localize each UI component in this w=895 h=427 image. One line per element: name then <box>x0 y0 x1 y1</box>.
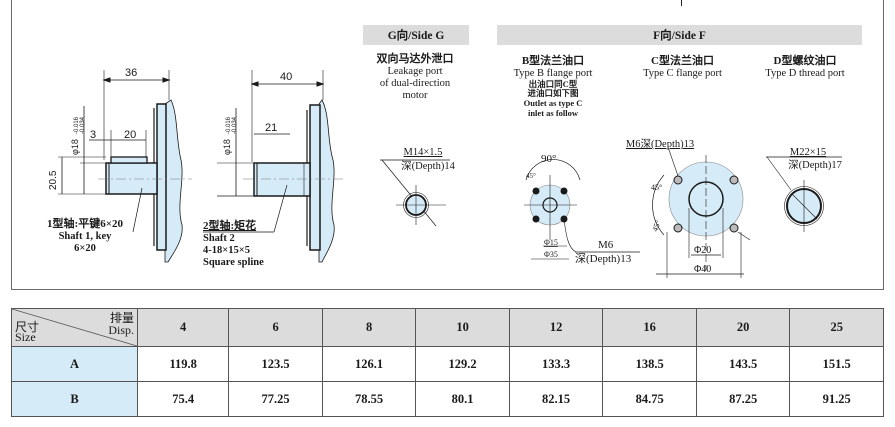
tick-mark <box>681 0 682 6</box>
shaft2-spline-length-dim: 21 <box>265 122 277 134</box>
table-cell: 129.2 <box>415 346 510 382</box>
type-b-dim-inner: Φ15 <box>544 238 558 247</box>
shaft2-label-en: Shaft 2 <box>203 232 235 244</box>
shaft2-diameter-dim: φ18 <box>222 139 232 155</box>
table-cell: 78.55 <box>321 381 417 417</box>
table-cell: 126.1 <box>321 346 417 382</box>
shaft-drawings: 36 3 20 40 21 20.5 φ18 -0.016 -0.034 φ18… <box>48 67 345 263</box>
type-d-depth: 深(Depth)17 <box>788 160 842 171</box>
column-header: 12 <box>508 308 604 347</box>
size-label-cn: 尺寸 <box>15 320 40 334</box>
shaft1-diameter-dim: φ18 <box>70 139 80 155</box>
table-cell: 138.5 <box>602 346 697 382</box>
table-cell: 151.5 <box>789 346 884 382</box>
shaft1-height-dim: 20.5 <box>48 170 59 190</box>
shaft1-tol-lower: -0.034 <box>80 116 86 134</box>
type-b-title-cn: B型法兰油口 <box>521 55 585 67</box>
drawing-frame <box>11 0 884 290</box>
shaft1-key-offset-dim: 3 <box>90 129 96 141</box>
type-b-angle-small: 45° <box>526 172 536 180</box>
type-b-dim-outer: Φ35 <box>544 250 558 259</box>
type-c-thread-depth: M6深(Depth)13 <box>625 139 695 150</box>
column-header: 8 <box>321 308 417 347</box>
table-cell: 77.25 <box>228 381 323 417</box>
shaft1-key-length-dim: 20 <box>124 129 136 141</box>
type-c-title-cn: C型法兰油口 <box>651 55 714 67</box>
disp-label-en: Disp. <box>108 323 134 337</box>
shaft2-tol-lower: -0.034 <box>232 116 238 134</box>
shaft1-length-dim: 36 <box>125 67 137 79</box>
shaft1-label: 1型轴:平键6×20 Shaft 1, key 6×20 <box>30 218 140 255</box>
column-header: 20 <box>695 308 791 347</box>
shaft1-tol-upper: -0.016 <box>74 116 80 134</box>
side-g-title-cn: 双向马达外泄口 <box>376 53 454 65</box>
dimension-table: 尺寸 Size 排量 Disp. 4 6 8 10 12 16 20 25 A … <box>11 308 884 417</box>
side-g-header: G向/Side G <box>363 25 469 45</box>
type-c-port-drawing: 45° 45° Φ20 Φ40 <box>650 146 751 278</box>
type-c-angle2: 45° <box>650 219 662 233</box>
type-b-depth: 深(Depth)13 <box>575 252 632 265</box>
side-g-title-en3: motor <box>402 89 428 101</box>
type-b-angle: 90° <box>541 153 556 165</box>
table-row: A 119.8 123.5 126.1 129.2 133.3 138.5 14… <box>11 346 884 382</box>
type-b-title: B型法兰油口 Type B flange port 出油口同C型 进油口如下图 … <box>497 55 609 119</box>
type-b-note-cn2: 进油口如下图 <box>527 88 579 99</box>
shaft2-label-cn: 2型轴:矩花 <box>203 220 257 232</box>
column-header: 25 <box>789 308 884 347</box>
type-d-title: D型螺纹油口 Type D thread port <box>750 55 860 80</box>
side-f-header: F向/Side F <box>497 25 862 45</box>
row-header-a: A <box>11 346 138 382</box>
type-d-thread: M22×15 <box>789 147 827 158</box>
table-cell: 80.1 <box>415 381 510 417</box>
type-c-title-en: Type C flange port <box>643 67 722 79</box>
type-b-title-en: Type B flange port <box>513 67 593 79</box>
table-corner-cell: 尺寸 Size 排量 Disp. <box>11 308 138 347</box>
type-b-thread: M6 <box>598 239 614 251</box>
type-b-note-en1: Outlet as type C <box>523 98 583 109</box>
table-row: B 75.4 77.25 78.55 80.1 82.15 84.75 87.2… <box>11 381 884 417</box>
type-d-title-cn: D型螺纹油口 <box>773 55 837 67</box>
side-g-title: 双向马达外泄口 Leakage port of dual-direction m… <box>355 53 475 102</box>
shaft2-label-en2: Square spline <box>203 256 264 268</box>
column-header: 6 <box>228 308 323 347</box>
table-cell: 119.8 <box>136 346 230 382</box>
shaft2-label-spec: 4-18×15×5 <box>203 244 250 256</box>
type-b-port-drawing: 90° 45° Φ15 Φ35 M6 深(Depth)13 <box>524 153 640 265</box>
type-c-dim-outer: Φ40 <box>694 264 711 275</box>
side-g-title-en2: of dual-direction <box>379 77 451 89</box>
row-header-b: B <box>11 381 138 417</box>
table-cell: 91.25 <box>789 381 884 417</box>
size-label-en: Size <box>15 330 36 344</box>
shaft2-label: 2型轴:矩花 Shaft 2 4-18×15×5 Square spline <box>203 220 293 269</box>
table-cell: 84.75 <box>602 381 697 417</box>
table-cell: 87.25 <box>695 381 791 417</box>
column-header: 16 <box>602 308 697 347</box>
side-g-thread: M14×1.5 <box>403 147 443 158</box>
type-b-note-en2: inlet as follow <box>527 108 579 118</box>
table-cell: 75.4 <box>136 381 230 417</box>
type-d-port-drawing <box>766 156 842 232</box>
side-g-title-en1: Leakage port <box>387 65 443 77</box>
table-cell: 143.5 <box>695 346 791 382</box>
shaft1-label-en: Shaft 1, key <box>58 230 112 242</box>
shaft1-label-en2: 6×20 <box>74 242 96 254</box>
table-cell: 133.3 <box>508 346 604 382</box>
type-c-dim-inner: Φ20 <box>694 245 711 256</box>
shaft2-tol-upper: -0.016 <box>226 116 232 134</box>
column-header: 10 <box>415 308 510 347</box>
disp-label-cn: 排量 <box>109 311 134 325</box>
table-cell: 123.5 <box>228 346 323 382</box>
type-c-angle1: 45° <box>651 183 662 192</box>
shaft2-length-dim: 40 <box>280 71 292 83</box>
type-c-title: C型法兰油口 Type C flange port <box>625 55 740 80</box>
table-header-row: 尺寸 Size 排量 Disp. 4 6 8 10 12 16 20 25 <box>11 308 884 347</box>
column-header: 4 <box>136 308 230 347</box>
type-d-title-en: Type D thread port <box>765 67 845 79</box>
type-b-note-cn1: 出油口同C型 <box>528 78 578 89</box>
table-cell: 82.15 <box>508 381 604 417</box>
shaft1-label-cn: 1型轴:平键6×20 <box>47 218 123 230</box>
